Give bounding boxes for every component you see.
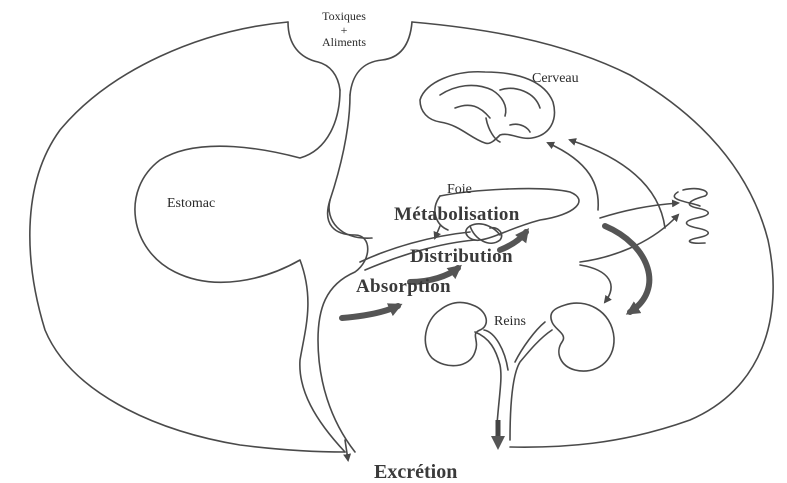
kidney-left xyxy=(425,303,486,366)
arrow-to-kidney xyxy=(580,265,611,302)
arrow-to-tissue-1 xyxy=(600,203,678,218)
label-input-top: Toxiques xyxy=(308,10,380,22)
label-input-bottom: Aliments xyxy=(308,36,380,48)
stomach-outline xyxy=(135,90,345,452)
label-stomach: Estomac xyxy=(167,197,215,211)
label-absorption: Absorption xyxy=(356,277,451,296)
arrow-to-brain-1 xyxy=(548,143,598,210)
intestine-line xyxy=(329,200,372,238)
label-excretion: Excrétion xyxy=(374,462,457,482)
label-distribution: Distribution xyxy=(410,247,513,266)
label-kidneys: Reins xyxy=(494,315,526,329)
label-liver: Foie xyxy=(447,183,472,197)
thick-arrow-absorption xyxy=(342,306,398,318)
thick-arrow-to-kidney xyxy=(605,226,649,312)
label-brain: Cerveau xyxy=(532,72,579,86)
kidney-right xyxy=(551,303,614,371)
body-outline-left xyxy=(30,22,345,452)
arrow-to-brain-2 xyxy=(570,140,665,228)
ureter-right xyxy=(510,330,552,440)
label-metabolism: Métabolisation xyxy=(394,205,520,224)
tissue-squiggle xyxy=(683,189,708,244)
